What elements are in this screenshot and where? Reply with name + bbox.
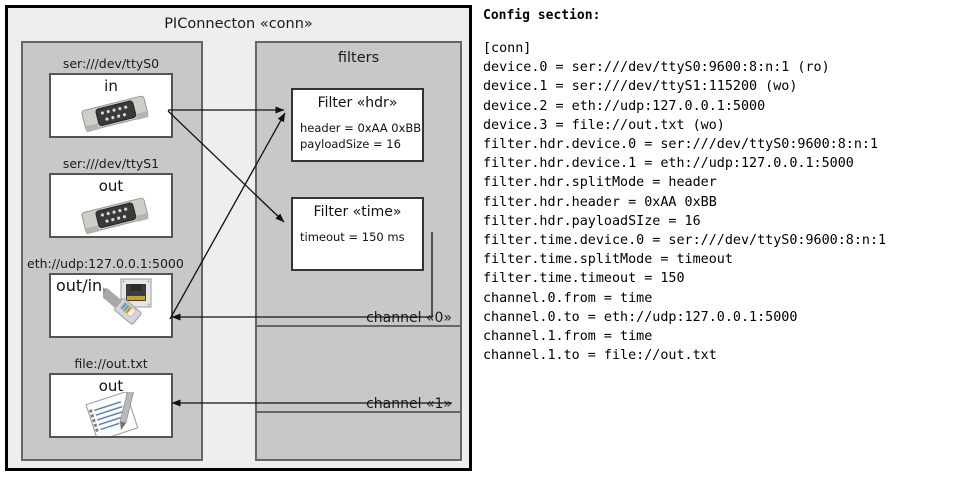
device-serial-ttyS0[interactable]: ser:///dev/ttyS0 in bbox=[49, 55, 173, 138]
text-file-icon bbox=[85, 392, 139, 436]
device-file-out[interactable]: file://out.txt out bbox=[49, 355, 173, 438]
component-container: PIConnecton «conn» ser:///dev/ttyS0 in bbox=[5, 5, 472, 471]
filter-properties: timeout = 150 ms bbox=[300, 229, 405, 245]
device-io-label: out/in bbox=[56, 276, 103, 295]
config-section: Config section: [conn] device.0 = ser://… bbox=[483, 8, 953, 365]
channel-divider bbox=[257, 325, 460, 327]
serial-port-icon bbox=[81, 197, 149, 235]
device-serial-ttyS1[interactable]: ser:///dev/ttyS1 out bbox=[49, 155, 173, 238]
device-io-label: out bbox=[98, 377, 124, 395]
device-label: eth://udp:127.0.0.1:5000 bbox=[27, 256, 184, 271]
device-box[interactable]: out bbox=[49, 373, 173, 438]
device-io-label: out bbox=[98, 177, 124, 195]
filter-title: Filter «hdr» bbox=[317, 95, 398, 111]
channel-1-label: channel «1» bbox=[366, 396, 452, 412]
config-text: [conn] device.0 = ser:///dev/ttyS0:9600:… bbox=[483, 41, 887, 364]
filter-properties: header = 0xAA 0xBB payloadSize = 16 bbox=[300, 120, 421, 152]
filter-property: timeout = 150 ms bbox=[300, 230, 405, 244]
device-label: file://out.txt bbox=[74, 356, 148, 371]
filter-property: payloadSize = 16 bbox=[300, 137, 401, 151]
device-box[interactable]: out/in bbox=[49, 273, 173, 338]
filter-time-box[interactable]: Filter «time» timeout = 150 ms bbox=[291, 197, 424, 271]
filter-title: Filter «time» bbox=[313, 204, 402, 220]
channel-0-label: channel «0» bbox=[366, 310, 452, 326]
device-label: ser:///dev/ttyS0 bbox=[62, 56, 160, 71]
devices-panel: ser:///dev/ttyS0 in bbox=[21, 41, 203, 461]
component-title: PIConnecton «conn» bbox=[164, 16, 313, 32]
config-heading: Config section: bbox=[483, 8, 601, 23]
device-label: ser:///dev/ttyS1 bbox=[62, 156, 160, 171]
device-ethernet-udp[interactable]: eth://udp:127.0.0.1:5000 out/in bbox=[27, 255, 184, 338]
filter-property: header = 0xAA 0xBB bbox=[300, 121, 422, 135]
channel-divider bbox=[257, 411, 460, 413]
filters-panel: filters Filter «hdr» header = 0xAA 0xBB … bbox=[255, 41, 462, 461]
device-box[interactable]: out bbox=[49, 173, 173, 238]
device-box[interactable]: in bbox=[49, 73, 173, 138]
filters-panel-title: filters bbox=[337, 50, 380, 66]
serial-port-icon bbox=[81, 95, 149, 133]
filter-hdr-box[interactable]: Filter «hdr» header = 0xAA 0xBB payloadS… bbox=[291, 88, 424, 162]
device-io-label: in bbox=[104, 77, 118, 95]
ethernet-port-icon bbox=[103, 278, 152, 325]
